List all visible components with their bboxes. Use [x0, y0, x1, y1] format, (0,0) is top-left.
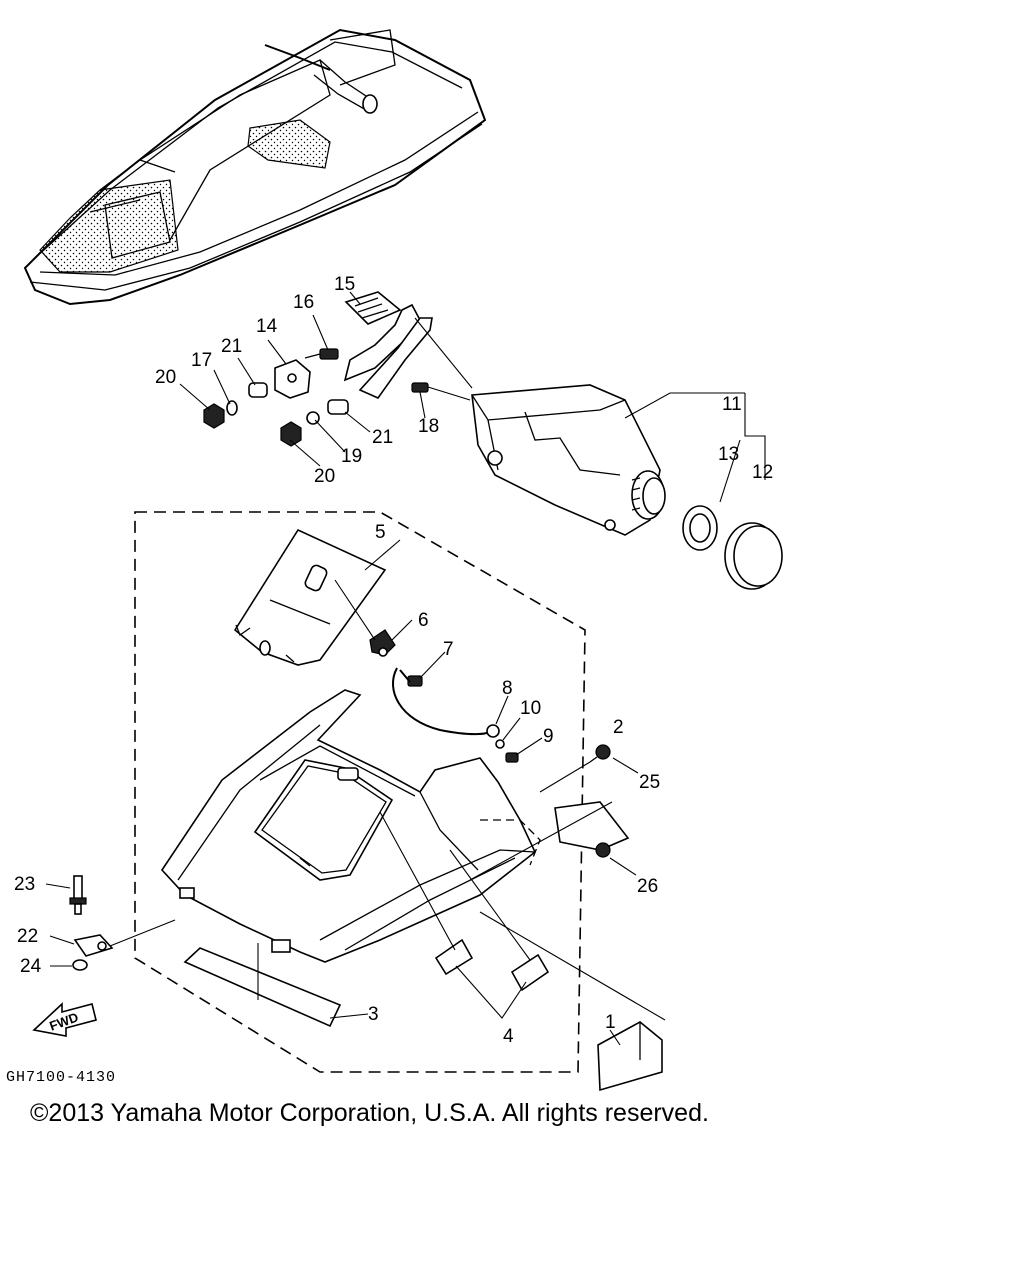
callout-7: 7 — [443, 639, 454, 660]
callout-22: 22 — [17, 926, 38, 947]
callout-21-upper: 21 — [221, 336, 242, 357]
callout-3: 3 — [368, 1004, 379, 1025]
trim-parts — [183, 801, 666, 1092]
callout-17: 17 — [191, 350, 212, 371]
callout-numbers: 1 2 3 4 5 6 7 8 9 10 11 12 13 14 15 16 1… — [6, 274, 773, 1086]
watercraft-overview — [23, 28, 487, 306]
fasteners-25-26 — [539, 744, 639, 876]
battery-case-assembly — [471, 384, 783, 590]
kit-boundary — [134, 511, 586, 1073]
callout-1: 1 — [605, 1012, 616, 1033]
callout-14: 14 — [256, 316, 278, 337]
callout-21-lower: 21 — [372, 427, 393, 448]
hood — [99, 689, 541, 963]
callout-5: 5 — [375, 522, 386, 543]
callout-23: 23 — [14, 874, 35, 895]
cover-and-clip — [233, 528, 519, 763]
callout-leaders — [179, 291, 543, 756]
callout-12: 12 — [752, 462, 773, 483]
callout-18: 18 — [418, 416, 439, 437]
drawing-code: GH7100-4130 — [6, 1069, 116, 1086]
mounting-hardware — [203, 291, 473, 447]
callout-15: 15 — [334, 274, 355, 295]
callout-25: 25 — [639, 772, 660, 793]
callout-26: 26 — [637, 876, 658, 897]
callout-2: 2 — [613, 717, 624, 738]
fwd-arrow-icon: FWD — [32, 1002, 97, 1037]
copyright-notice: ©2013 Yamaha Motor Corporation, U.S.A. A… — [30, 1099, 709, 1127]
callout-6: 6 — [418, 610, 429, 631]
callout-20-upper: 20 — [155, 367, 176, 388]
callout-19: 19 — [341, 446, 362, 467]
callout-4: 4 — [503, 1026, 514, 1047]
callout-11: 11 — [722, 394, 742, 415]
callout-16: 16 — [293, 292, 314, 313]
callout-24: 24 — [20, 956, 42, 977]
callout-13: 13 — [718, 444, 739, 465]
callout-20-lower: 20 — [314, 466, 335, 487]
callout-10: 10 — [520, 698, 541, 719]
rivet-parts — [45, 875, 114, 971]
callout-8: 8 — [502, 678, 513, 699]
callout-9: 9 — [543, 726, 554, 747]
